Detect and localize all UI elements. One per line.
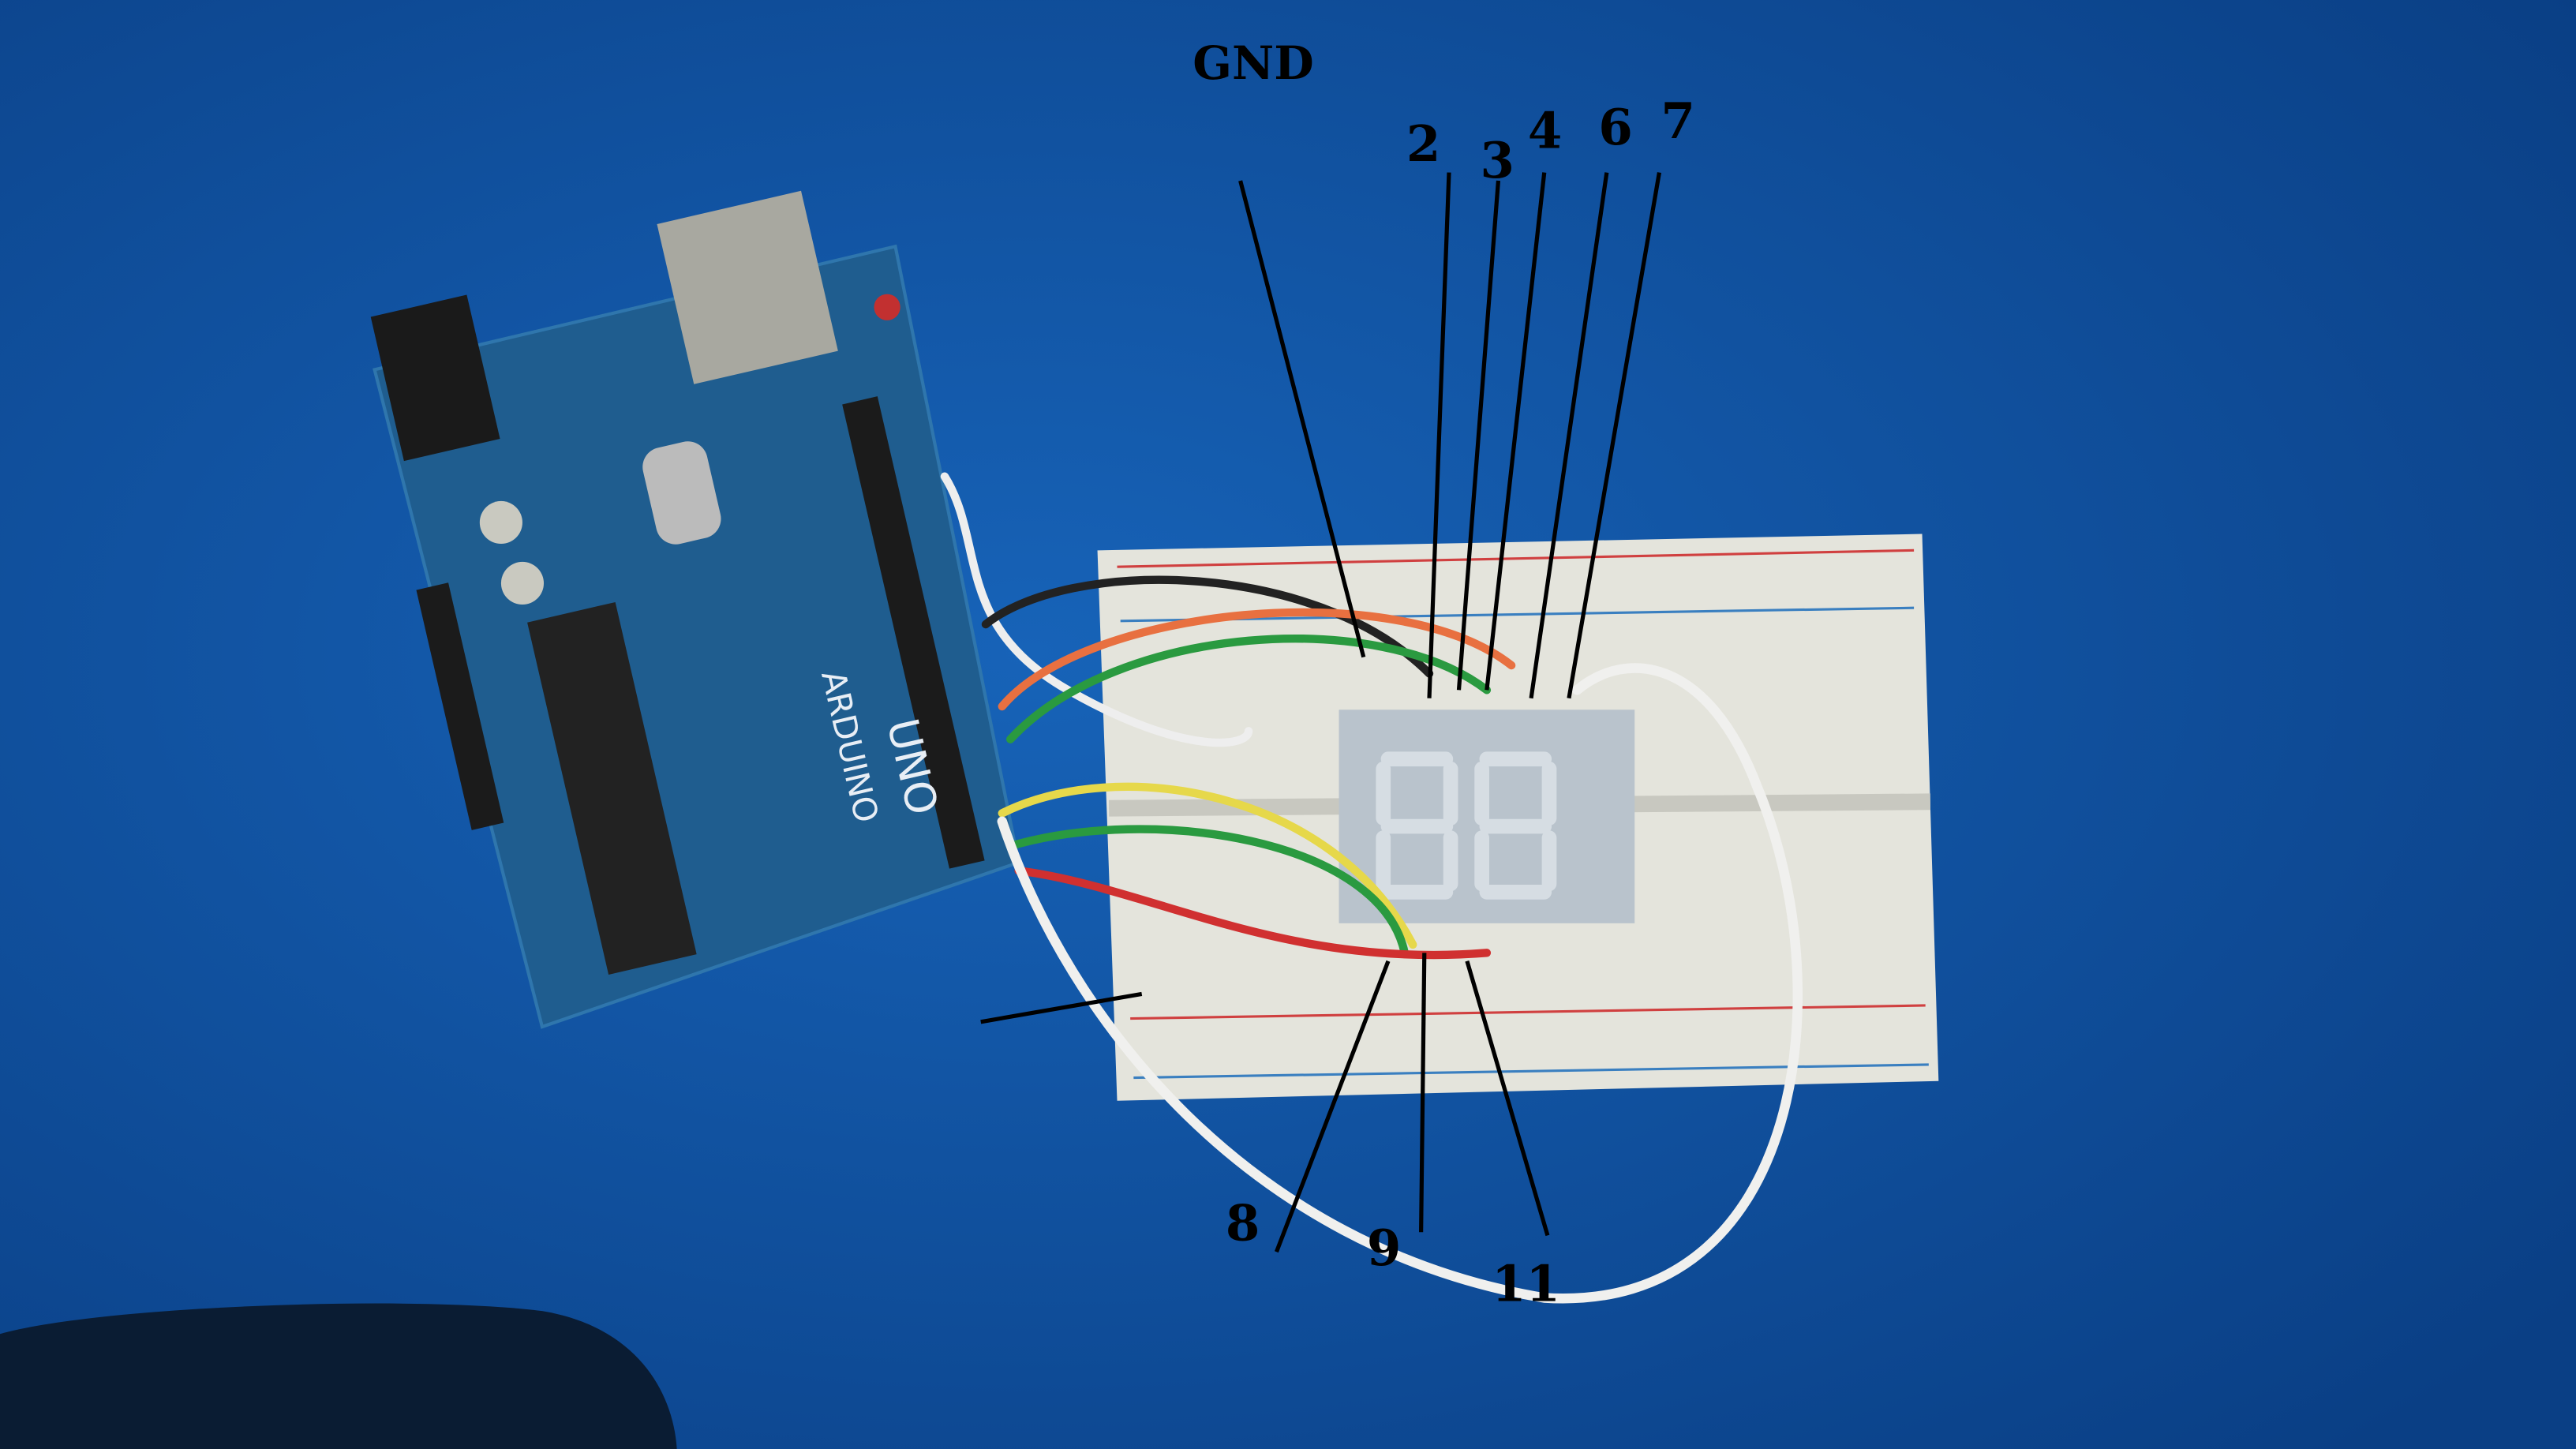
label-gnd: GND	[1193, 36, 1314, 90]
digital-header	[842, 396, 985, 869]
label-7: 7	[1661, 92, 1695, 150]
leader-gnd	[1238, 180, 1366, 658]
dark-object-corner	[0, 1303, 677, 1449]
label-3: 3	[1481, 131, 1515, 189]
leader-2	[1427, 172, 1451, 698]
usb-port	[657, 190, 838, 384]
leader-unlabeled	[980, 991, 1143, 1024]
capacitor	[479, 500, 522, 545]
label-4: 4	[1528, 101, 1562, 159]
leader-4	[1485, 172, 1547, 691]
label-11: 11	[1492, 1255, 1560, 1313]
capacitor	[500, 561, 545, 605]
power-header	[416, 582, 504, 830]
label-8: 8	[1226, 1194, 1260, 1252]
reset-button	[874, 294, 900, 320]
microcontroller-chip	[527, 601, 697, 975]
leader-3	[1456, 180, 1501, 691]
crystal	[642, 441, 721, 545]
leader-11	[1465, 960, 1550, 1237]
leader-6	[1529, 172, 1609, 699]
jumper-wires	[940, 472, 1803, 1304]
label-9: 9	[1367, 1219, 1401, 1277]
seven-segment-display	[1339, 710, 1635, 923]
leader-8	[1274, 960, 1391, 1253]
leader-7	[1567, 172, 1662, 699]
power-jack	[370, 294, 500, 462]
label-6: 6	[1598, 98, 1632, 156]
label-2: 2	[1406, 114, 1440, 173]
annotation-leader-lines	[980, 172, 1662, 1253]
leader-9	[1419, 953, 1427, 1233]
